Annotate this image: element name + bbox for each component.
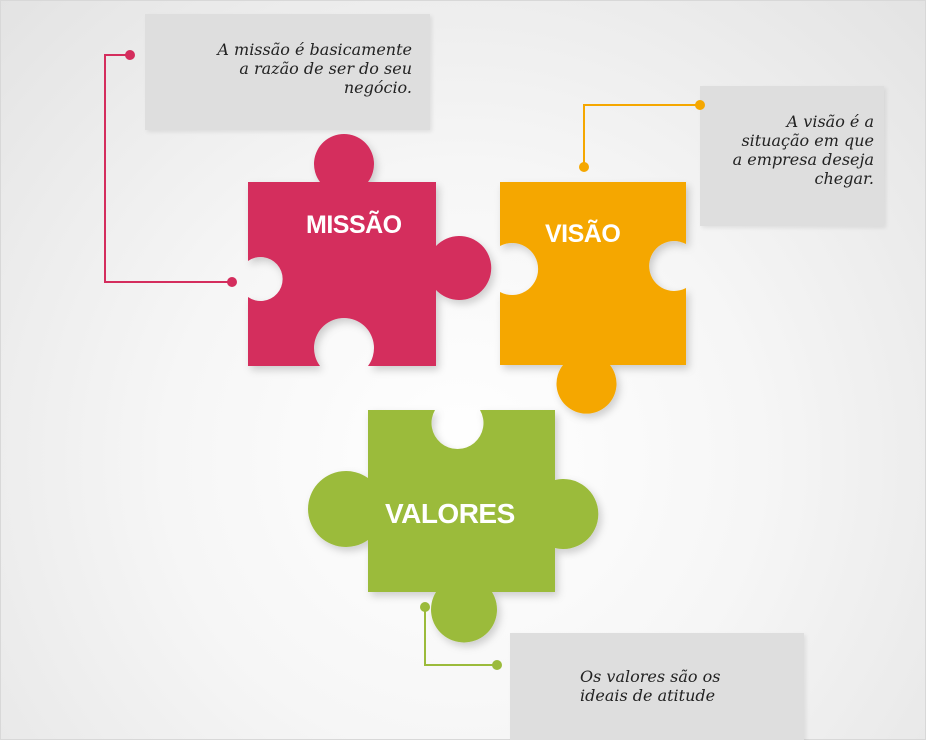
valores-callout-text: Os valores são os ideais de atitude	[580, 667, 721, 705]
missao-callout-text: A missão é basicamente a razão de ser do…	[217, 40, 412, 97]
visao-puzzle-piece	[500, 182, 686, 414]
missao-callout-box: A missão é basicamente a razão de ser do…	[145, 14, 430, 130]
missao-puzzle-piece	[248, 134, 492, 366]
missao-label: MISSÃO	[306, 211, 402, 239]
valores-puzzle-piece	[308, 410, 599, 643]
valores-callout-box: Os valores são os ideais de atitude	[510, 633, 804, 740]
valores-label: VALORES	[385, 498, 515, 529]
valores-connector	[420, 602, 502, 670]
missao-connector	[104, 50, 237, 287]
visao-callout-text: A visão é a situação em que a empresa de…	[732, 112, 874, 188]
visao-label: VISÃO	[545, 220, 621, 248]
visao-callout-box: A visão é a situação em que a empresa de…	[700, 86, 884, 226]
visao-connector	[579, 100, 705, 172]
